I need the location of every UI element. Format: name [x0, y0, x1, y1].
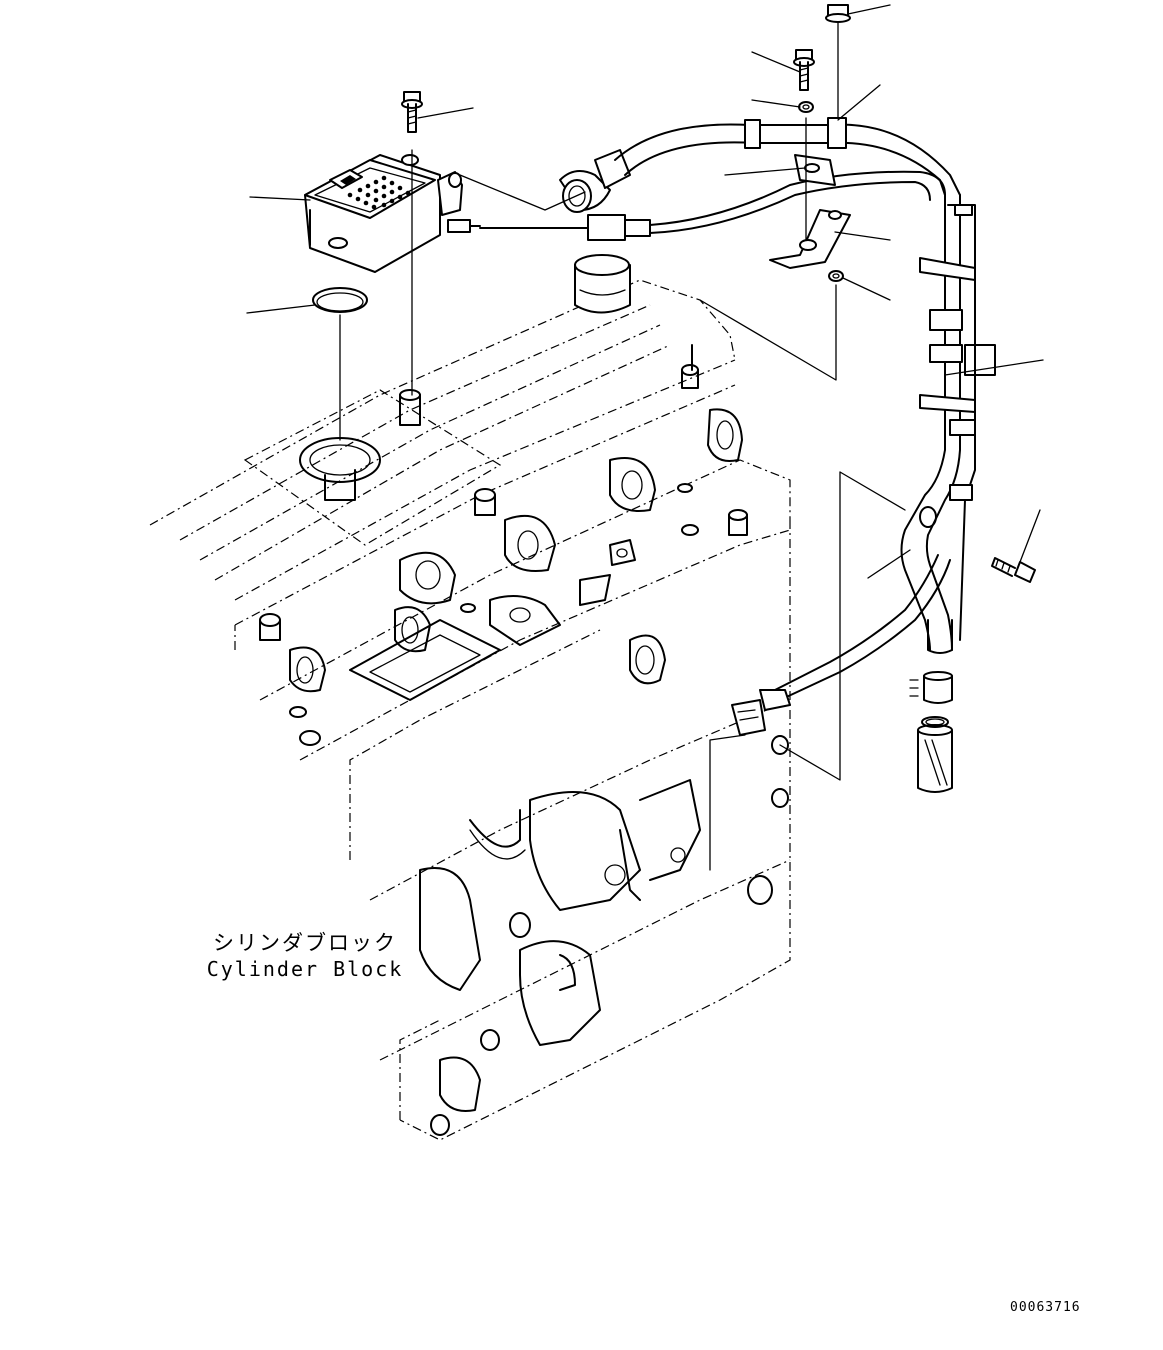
- filler-neck: [574, 254, 631, 314]
- cylinder-head-outline: [149, 279, 791, 1141]
- drawing-number: 00063716: [1010, 1300, 1081, 1315]
- block-ports: [289, 408, 789, 1136]
- module-bolt: [401, 91, 423, 396]
- control-module: [304, 154, 481, 273]
- hardware-top-right: [699, 4, 1036, 781]
- label-japanese: シリンダブロック: [213, 931, 397, 955]
- head-bolts: [259, 344, 748, 718]
- o-ring: [312, 287, 368, 441]
- label-english: Cylinder Block: [206, 957, 404, 981]
- hose-joint: [909, 671, 953, 793]
- leader-lines: [246, 4, 1044, 579]
- wiring-harness: [479, 117, 996, 871]
- head-cover-plate: [243, 389, 502, 546]
- cylinder-block-label: シリンダブロック Cylinder Block: [200, 930, 410, 982]
